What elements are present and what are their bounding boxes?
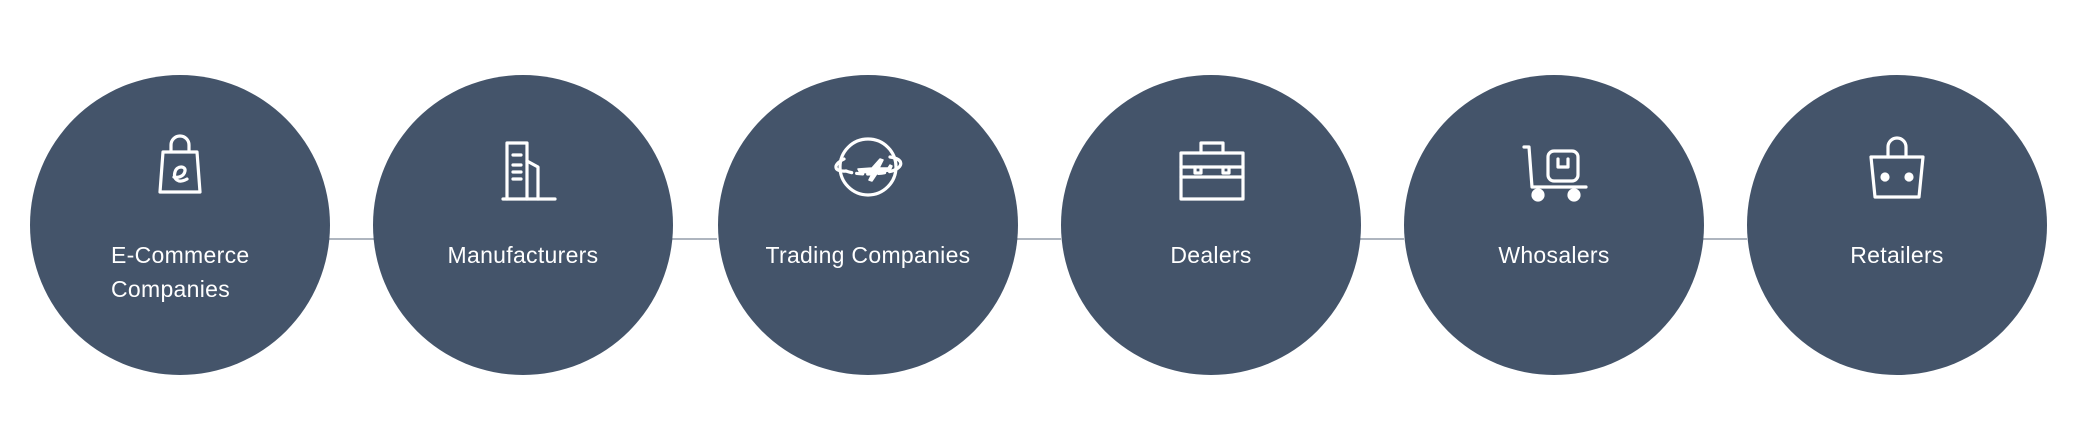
- category-dealers: Dealers: [1061, 75, 1361, 375]
- category-retailers: Retailers: [1747, 75, 2047, 375]
- category-manufacturers: Manufacturers: [373, 75, 673, 375]
- connector-line: [1358, 238, 1404, 240]
- category-label: Whosalers: [1498, 242, 1610, 268]
- category-e-commerce: E-Commerce Companies: [30, 75, 330, 375]
- connector-line: [671, 238, 717, 240]
- category-label: Retailers: [1850, 242, 1944, 268]
- globe-airplane-icon: [828, 125, 908, 205]
- connector-line: [328, 238, 374, 240]
- connector-line: [1015, 238, 1061, 240]
- shopping-basket-icon: [1857, 125, 1937, 205]
- connector-line: [1701, 238, 1747, 240]
- category-label: E-Commerce Companies: [111, 242, 250, 302]
- category-label: Trading Companies: [765, 242, 971, 268]
- hand-truck-icon: [1514, 125, 1594, 205]
- category-label: Manufacturers: [447, 242, 599, 268]
- category-wholesalers: Whosalers: [1404, 75, 1704, 375]
- building-icon: [483, 125, 563, 205]
- shopping-bag-e-icon: [140, 125, 220, 205]
- category-trading-companies: Trading Companies: [718, 75, 1018, 375]
- briefcase-icon: [1171, 125, 1251, 205]
- category-label: Dealers: [1170, 242, 1252, 268]
